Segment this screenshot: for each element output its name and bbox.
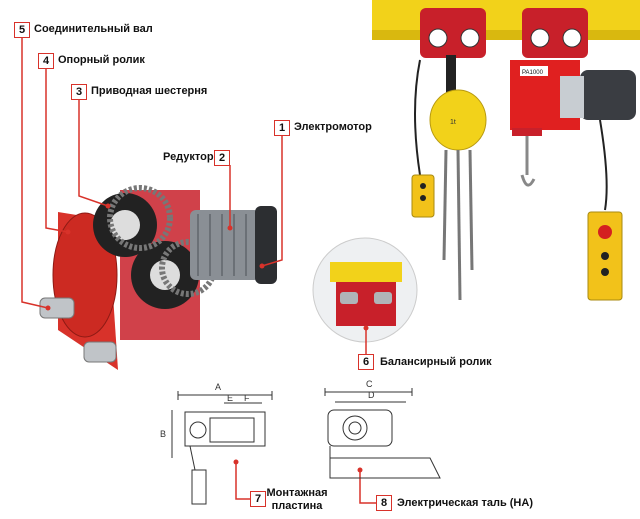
callout-label-7-line2: пластина: [271, 500, 323, 512]
leader-lines: [21, 37, 376, 504]
callout-num-5: 5: [14, 22, 30, 38]
dim-f-label: F: [244, 393, 250, 403]
dim-b-label: B: [160, 429, 166, 439]
pendant-control-right: [587, 119, 623, 301]
dim-c-label: C: [366, 379, 373, 389]
i-beam-photo: [372, 0, 640, 40]
manual-trolley: [420, 8, 486, 95]
hook-assembly: [512, 128, 542, 187]
hoist-chain: [442, 149, 474, 301]
callout-label-6: Балансирный ролик: [380, 356, 492, 368]
electric-hoist-body: PA1000: [510, 60, 636, 130]
chain-hoist-body: 1t: [429, 89, 487, 151]
callout-num-3: 3: [71, 84, 87, 100]
dim-a-label: A: [215, 382, 221, 392]
callout-num-1: 1: [274, 120, 290, 136]
callout-label-7-line1: Монтажная: [266, 487, 328, 499]
callout-label-4: Опорный ролик: [58, 54, 145, 66]
callout-label-1: Электромотор: [294, 121, 372, 133]
callout-num-8: 8: [376, 495, 392, 511]
callout-num-2: 2: [214, 150, 230, 166]
main-trolley: [39, 185, 277, 370]
hoist-plate-text: PA1000: [522, 70, 544, 76]
front-view-drawing: [324, 388, 441, 479]
callout-label-7: Монтажная пластина: [264, 487, 330, 513]
dim-d-label: D: [368, 390, 375, 400]
side-view-drawing: [171, 391, 273, 505]
callout-label-8: Электрическая таль (HA): [397, 497, 533, 509]
svg-text:1t: 1t: [450, 119, 456, 126]
balancer-inset: [312, 237, 418, 343]
callout-num-4: 4: [38, 53, 54, 69]
callout-label-5: Соединительный вал: [34, 23, 153, 35]
callout-num-6: 6: [358, 354, 374, 370]
callout-label-2: Редуктор: [163, 151, 214, 163]
callout-label-3: Приводная шестерня: [91, 85, 208, 97]
dim-e-label: E: [227, 393, 233, 403]
pendant-control-left: [411, 59, 435, 218]
electric-trolley: [522, 8, 588, 58]
callout-num-7: 7: [250, 491, 266, 507]
